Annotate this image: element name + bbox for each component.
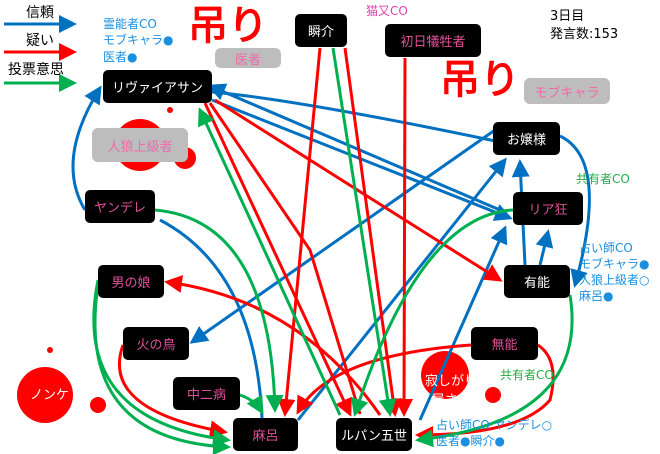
doubt-arrow bbox=[117, 344, 228, 439]
trust-arrow bbox=[559, 134, 591, 288]
dead-nonke: ノンケ bbox=[30, 388, 70, 403]
trust-arrow bbox=[211, 90, 501, 144]
node-yuunou[interactable]: 有能 bbox=[504, 265, 570, 298]
doubt-arrow bbox=[395, 57, 414, 417]
node-riakyo[interactable]: リア狂 bbox=[513, 192, 583, 225]
node-leviathan[interactable]: リヴァイアサン bbox=[103, 70, 212, 103]
note-leviathan-0: 霊能者CO bbox=[103, 17, 157, 31]
node-ojousama[interactable]: お嬢様 bbox=[493, 122, 560, 155]
note-yuunou-0: 占い師CO bbox=[579, 241, 633, 255]
note-lupin-0: 占い師CO ヤンデレ○ bbox=[436, 418, 553, 432]
vote-arrow bbox=[331, 47, 397, 417]
legend-trust-label: 信頼 bbox=[26, 5, 54, 21]
dead-doctor: 医者 bbox=[215, 48, 281, 68]
doubt-arrow bbox=[343, 47, 402, 417]
trust-arrow bbox=[159, 218, 264, 419]
note-riakyo: 共有者CO bbox=[576, 172, 630, 186]
hang-label-1: 吊り bbox=[188, 3, 268, 49]
note-lupin-1: 医者●瞬介● bbox=[436, 434, 505, 448]
hang-label-2: 吊り bbox=[440, 57, 520, 103]
post-count: 発言数:153 bbox=[550, 27, 619, 42]
doubt-arrow bbox=[296, 343, 472, 415]
node-lupin[interactable]: ルパン五世 bbox=[336, 418, 412, 451]
vote-arrow bbox=[93, 284, 231, 454]
note-leviathan-2: 医者● bbox=[103, 50, 138, 64]
trust-arrow bbox=[418, 225, 508, 421]
dead-lonely: 寂しがり 屋さん bbox=[424, 374, 477, 408]
note-leviathan-1: モブキャラ● bbox=[103, 33, 174, 47]
node-maro[interactable]: 麻呂 bbox=[233, 418, 298, 451]
dead-mob: モブキャラ bbox=[524, 78, 610, 104]
trust-arrow bbox=[207, 83, 501, 212]
dead-werewolf-senior: 人狼上級者 bbox=[92, 128, 188, 162]
note-yuunou-1: モブキャラ● bbox=[579, 257, 650, 271]
note-munou: 共有者CO bbox=[500, 368, 554, 382]
vote-arrow bbox=[154, 208, 284, 413]
node-first-victim[interactable]: 初日犠牲者 bbox=[385, 24, 481, 57]
trust-arrow bbox=[189, 128, 496, 344]
doubt-arrow bbox=[208, 102, 362, 415]
doubt-arrow bbox=[214, 98, 503, 282]
legend-vote-label: 投票意思 bbox=[8, 62, 64, 78]
doubt-arrow bbox=[203, 102, 352, 417]
node-hinotori[interactable]: 火の鳥 bbox=[123, 327, 189, 360]
note-first-victim: 猫又CO bbox=[366, 4, 408, 18]
doubt-arrow bbox=[164, 275, 382, 416]
node-munou[interactable]: 無能 bbox=[471, 327, 538, 360]
doubt-arrow bbox=[277, 47, 322, 417]
node-yandere[interactable]: ヤンデレ bbox=[85, 190, 155, 223]
note-yuunou-3: 麻呂● bbox=[579, 289, 614, 303]
node-shunsuke[interactable]: 瞬介 bbox=[295, 14, 347, 47]
node-chuunibyou[interactable]: 中二病 bbox=[173, 377, 240, 410]
note-yuunou-2: 人狼上級者○ bbox=[579, 273, 650, 287]
legend-doubt-label: 疑い bbox=[26, 33, 54, 49]
day-label: 3日目 bbox=[550, 9, 585, 24]
trust-arrow bbox=[535, 229, 554, 266]
vote-arrow bbox=[198, 107, 342, 416]
trust-arrow bbox=[71, 85, 102, 211]
vote-arrow bbox=[415, 294, 574, 448]
node-otokonoko[interactable]: 男の娘 bbox=[98, 265, 164, 298]
vote-arrow bbox=[239, 393, 264, 415]
vote-arrow bbox=[92, 279, 231, 448]
vote-arrow bbox=[351, 208, 514, 417]
